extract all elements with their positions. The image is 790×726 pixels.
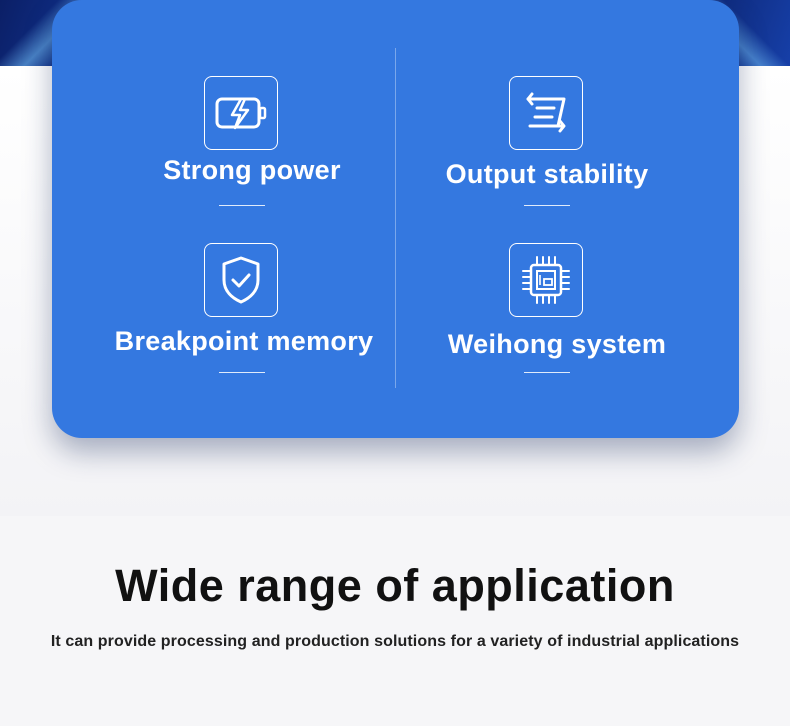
feature-underline xyxy=(219,205,265,206)
feature-underline xyxy=(524,205,570,206)
feature-title-weihong-system: Weihong system xyxy=(447,329,667,359)
section-title: Wide range of application xyxy=(115,560,675,611)
battery-bolt-icon xyxy=(204,76,278,150)
feature-underline xyxy=(524,372,570,373)
feature-title-output-stability: Output stability xyxy=(445,159,649,189)
vertical-divider xyxy=(395,48,396,388)
feature-title-breakpoint-memory: Breakpoint memory xyxy=(114,326,374,356)
feature-title-strong-power: Strong power xyxy=(163,155,341,185)
feature-underline xyxy=(219,372,265,373)
features-card: Strong power Output stability Breakpoint… xyxy=(52,0,739,438)
stack-arrows-icon xyxy=(509,76,583,150)
section-subtitle: It can provide processing and production… xyxy=(50,633,740,650)
shield-check-icon xyxy=(204,243,278,317)
chip-icon xyxy=(509,243,583,317)
